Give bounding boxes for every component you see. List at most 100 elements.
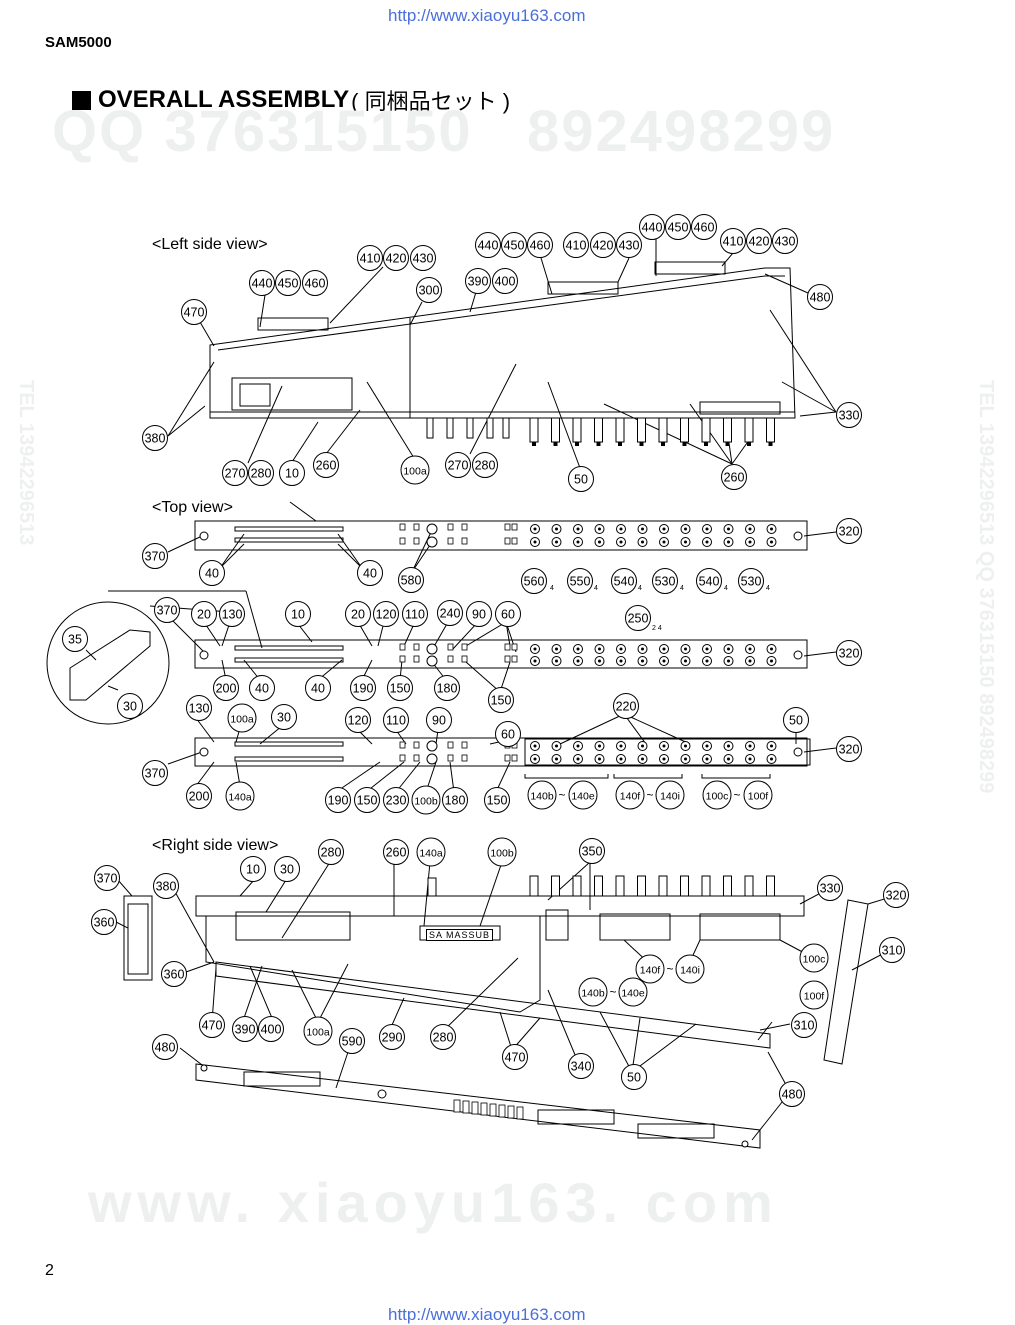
callout-label: 190: [353, 682, 374, 696]
jack: [745, 537, 755, 547]
callout-top2-11: 200: [213, 675, 239, 701]
vent-slot: [471, 1101, 479, 1115]
callout-label: 340: [571, 1060, 592, 1074]
jack: [637, 741, 648, 751]
callout-label: 300: [419, 284, 440, 298]
jack: [637, 754, 648, 764]
callout-top2-12: 40: [249, 675, 275, 701]
jack: [723, 537, 734, 547]
callout-label: 90: [472, 608, 486, 622]
jack: [659, 656, 669, 666]
callout-label: 140e: [571, 791, 595, 803]
jack: [573, 524, 583, 534]
jack: [551, 741, 562, 751]
callout-label: 470: [184, 306, 205, 320]
callout-right-27: 310: [791, 1012, 817, 1038]
header-url[interactable]: http://www.xiaoyu163.com: [388, 6, 586, 25]
watermark-bottom: www. xiaoyu163. com: [88, 1171, 779, 1234]
jack: [637, 537, 648, 547]
callout-label: 50: [574, 473, 588, 487]
jack: [551, 524, 562, 534]
jack: [530, 741, 540, 751]
callout-right-14: 100c: [799, 943, 829, 973]
callout-label: 360: [94, 916, 115, 930]
vent-slot: [453, 1099, 461, 1113]
callout-label: 120: [348, 714, 369, 728]
callout-label: 260: [724, 471, 745, 485]
switch: [399, 655, 406, 663]
callout-top3-12: 190: [325, 787, 351, 813]
callout-label: 20: [197, 608, 211, 622]
switch: [399, 523, 406, 531]
callout-label: 220: [616, 700, 637, 714]
switch: [504, 537, 511, 545]
callout-label: 260: [316, 459, 337, 473]
range-tilde: ~: [558, 788, 565, 802]
jack: [659, 754, 669, 764]
jack: [702, 537, 712, 547]
callout-left-4: 460: [302, 270, 328, 296]
switch: [461, 537, 468, 545]
knob: [723, 875, 732, 897]
callout-label: 410: [360, 252, 381, 266]
callout-right-32: 480: [779, 1081, 805, 1107]
callout-label: 470: [202, 1019, 223, 1033]
knob: [658, 875, 668, 897]
jack: [745, 644, 755, 654]
callout-left-12: 450: [501, 232, 527, 258]
callout-right-2: 10: [240, 856, 266, 882]
jack: [680, 537, 691, 547]
callout-top1-9: 530: [738, 568, 764, 594]
callout-top2-14: 190: [350, 675, 376, 701]
callout-label: 420: [593, 239, 614, 253]
callout-top3-13: 150: [354, 787, 380, 813]
callout-left-3: 450: [275, 270, 301, 296]
callout-right-26: 470: [502, 1044, 528, 1070]
callout-label: 420: [386, 252, 407, 266]
switch: [413, 655, 420, 663]
jack: [594, 754, 605, 764]
jack: [680, 741, 691, 751]
callout-top2-0: 370: [154, 597, 180, 623]
callout-label: 330: [820, 882, 841, 896]
callout-top3-0: 130: [186, 695, 212, 721]
jack: [723, 754, 734, 764]
callout-label: 100a: [306, 1027, 330, 1039]
square-bullet-icon: [72, 90, 91, 110]
jack: [723, 741, 734, 751]
jack: [594, 644, 605, 654]
callout-label: 460: [305, 277, 326, 291]
encoder: [426, 740, 438, 752]
callout-label: 60: [501, 608, 515, 622]
knob: [766, 875, 775, 897]
knob: [637, 875, 646, 897]
knob: [551, 875, 560, 897]
callout-label: 50: [789, 714, 803, 728]
callout-label: 480: [810, 291, 831, 305]
jack: [616, 656, 626, 666]
jack: [551, 656, 562, 666]
switch: [447, 537, 454, 545]
callout-left-9: 390: [465, 268, 491, 294]
footer-url[interactable]: http://www.xiaoyu163.com: [388, 1305, 586, 1324]
callout-label: 100f: [804, 991, 825, 1003]
callout-label: 470: [505, 1051, 526, 1065]
callout-top1-1: 40: [199, 560, 225, 586]
callout-left-1: 380: [142, 425, 168, 451]
switch: [413, 643, 420, 651]
jack: [723, 524, 734, 534]
callout-right-9: 330: [817, 875, 843, 901]
callout-top2-6: 110: [402, 601, 428, 627]
switch: [447, 523, 454, 531]
jack: [702, 754, 712, 764]
jack: [680, 524, 691, 534]
callout-left-2: 440: [249, 270, 275, 296]
callout-top2-10: 250: [625, 605, 651, 631]
callout-label: 90: [432, 714, 446, 728]
jack: [680, 656, 691, 666]
callout-left-26: 280: [248, 460, 274, 486]
callout-label: 450: [278, 277, 299, 291]
callout-label: 480: [155, 1041, 176, 1055]
callout-right-31: 50: [621, 1064, 647, 1090]
top-view-label: <Top view>: [152, 499, 233, 516]
